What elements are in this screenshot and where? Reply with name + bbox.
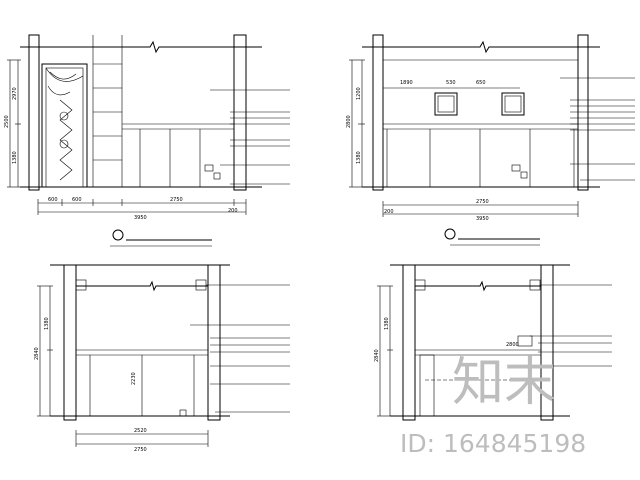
watermark-id: ID: 164845198 (400, 429, 586, 458)
dim-left-b-1: 2800 (346, 115, 352, 128)
dim-overall-b: 3950 (476, 216, 489, 222)
dim-inner-c: 2230 (131, 372, 137, 385)
elevation-c: 1380 2840 2230 2520 2750 (34, 264, 290, 453)
dim-bottom-c-2: 2750 (134, 447, 147, 453)
dim-top-b-1: 1890 (400, 80, 413, 86)
elevation-d: 1380 2840 2800 (374, 264, 612, 421)
right-wall-hatch (233, 34, 247, 191)
right-wall-hatch (577, 34, 589, 191)
dim-left-d-1: 1380 (384, 317, 390, 330)
dim-bottom-a-2: 600 (72, 197, 82, 203)
watermark: 知末 ID: 164845198 (400, 353, 586, 458)
left-wall-hatch (372, 34, 384, 191)
dim-left-a-1: 2500 (4, 115, 10, 128)
dim-inner-d: 2800 (506, 342, 519, 348)
dim-left-a-2: 2970 (12, 87, 18, 100)
dim-top-b-3: 650 (476, 80, 486, 86)
left-wall-hatch (63, 264, 77, 421)
dim-left-d-2: 2840 (374, 349, 380, 362)
dim-left-c-2: 2840 (34, 347, 40, 360)
dim-overall-a: 3950 (134, 215, 147, 221)
dim-left-b-3: 1380 (356, 151, 362, 164)
dim-top-b-2: 530 (446, 80, 456, 86)
dim-left-a-3: 1380 (12, 151, 18, 164)
dim-left-b-2: 1200 (356, 87, 362, 100)
dim-bottom-a-1: 600 (48, 197, 58, 203)
elevation-a: 2500 2970 1380 600 600 2750 200 3950 (4, 34, 290, 247)
left-wall-hatch (28, 34, 40, 191)
elevation-b: 1890 530 650 2800 1200 1380 200 2750 395… (346, 34, 635, 246)
dim-bottom-a-4: 200 (228, 208, 238, 214)
dim-bottom-a-3: 2750 (170, 197, 183, 203)
dim-bottom-c-1: 2520 (134, 428, 147, 434)
dim-left-c-1: 1380 (44, 317, 50, 330)
left-wall-hatch (402, 264, 416, 421)
dim-bottom-b-2: 2750 (476, 199, 489, 205)
right-wall-hatch (207, 264, 221, 421)
dim-bottom-b-1: 200 (384, 209, 394, 215)
watermark-brand: 知末 (452, 353, 556, 413)
